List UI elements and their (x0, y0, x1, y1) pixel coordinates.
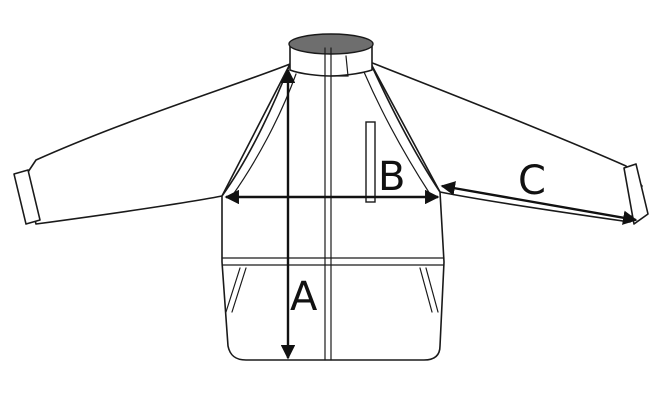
measure-b-label: B (378, 154, 405, 200)
measure-c-line (440, 181, 638, 225)
left-cuff (13, 169, 41, 225)
collar (288, 33, 374, 77)
measure-a-label: A (290, 274, 318, 320)
measure-c-label: C (518, 158, 546, 204)
chest-pocket (365, 121, 376, 203)
measure-a: A (280, 68, 318, 360)
measure-b: B (224, 154, 440, 205)
measure-c: C (440, 158, 638, 225)
